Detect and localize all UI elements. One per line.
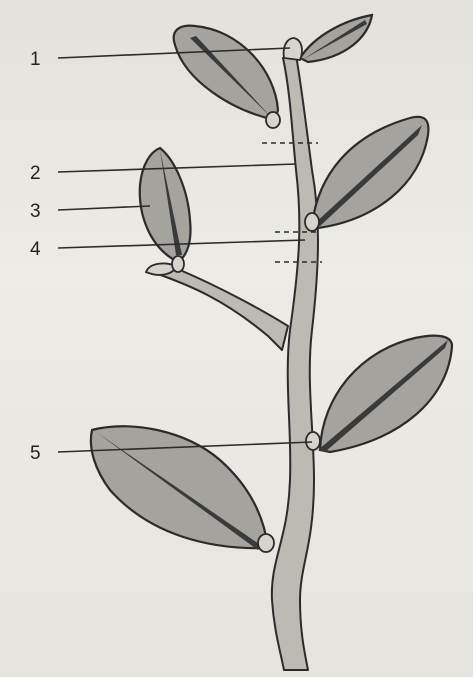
axillary-bud-side bbox=[172, 256, 184, 272]
label-2: 2 bbox=[30, 163, 41, 184]
axillary-bud-lower bbox=[306, 432, 320, 450]
leaf-top-right bbox=[300, 15, 372, 62]
leaf-middle-right bbox=[312, 117, 428, 228]
label-5: 5 bbox=[30, 443, 41, 464]
leader-line-3 bbox=[58, 206, 150, 210]
label-3: 3 bbox=[30, 201, 41, 222]
terminal-bud bbox=[284, 38, 302, 60]
label-4: 4 bbox=[30, 239, 41, 260]
leaf-lower-right bbox=[318, 336, 452, 452]
side-branch bbox=[152, 265, 288, 350]
main-stem bbox=[272, 55, 318, 670]
axillary-bud-bottom bbox=[258, 534, 274, 552]
label-1: 1 bbox=[30, 49, 41, 70]
leaf-top-left bbox=[174, 26, 278, 120]
axillary-bud-top bbox=[266, 112, 280, 128]
axillary-bud-middle bbox=[305, 213, 319, 231]
